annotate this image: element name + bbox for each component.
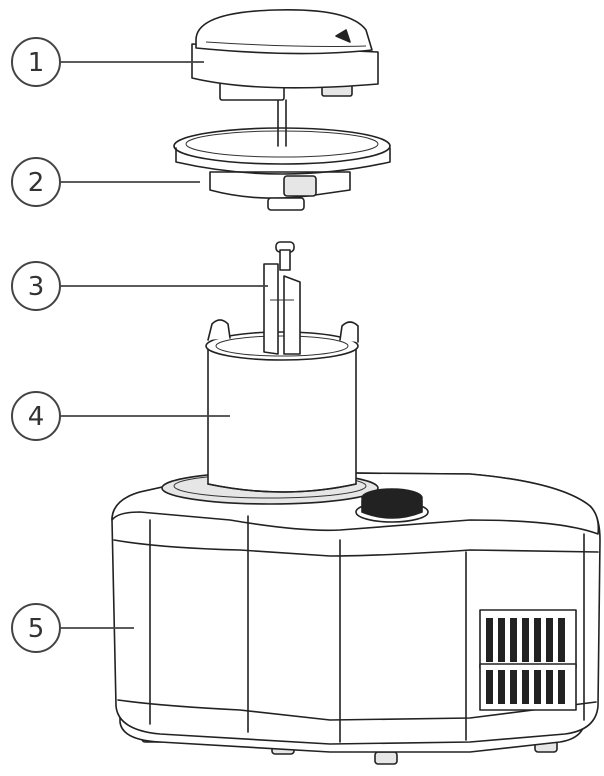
callout-1-number: 1: [28, 48, 45, 78]
callout-4-number: 4: [28, 402, 45, 432]
callout-3: 3: [11, 261, 268, 311]
base-unit: [111, 471, 601, 765]
lid-ring: [173, 99, 391, 211]
callout-5-number: 5: [28, 614, 45, 644]
vent-grille-upper: [479, 609, 577, 669]
callout-5: 5: [11, 603, 134, 653]
callout-2-number: 2: [28, 168, 45, 198]
callout-1: 1: [11, 37, 204, 87]
callout-3-number: 3: [28, 272, 45, 302]
vent-grille-lower: [479, 663, 577, 711]
callout-2: 2: [11, 157, 200, 207]
bowl: [205, 319, 359, 493]
lid: [191, 9, 379, 101]
callout-4: 4: [11, 391, 230, 441]
